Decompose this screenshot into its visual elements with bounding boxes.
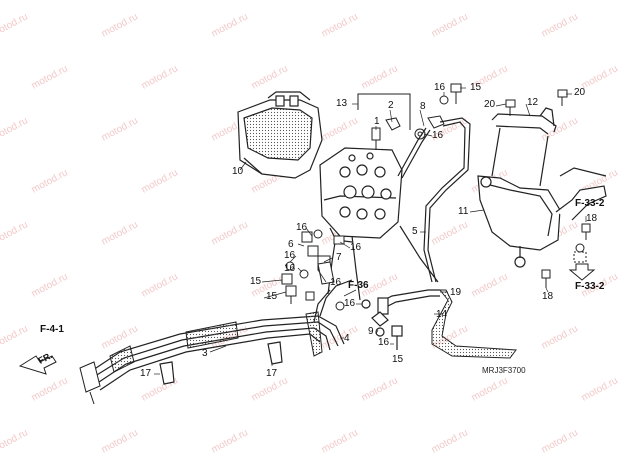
clamps-part-17	[159, 341, 283, 385]
callout-16-b: 16	[432, 130, 444, 141]
callout-19: 19	[450, 287, 462, 298]
brake-pipe-5	[397, 117, 471, 283]
callout-8: 8	[420, 101, 426, 112]
fr-arrow	[18, 355, 57, 375]
drawing-code: MRJ3F3700	[482, 366, 526, 375]
bracket-assembly-11	[477, 167, 607, 268]
callout-15-c: 15	[392, 354, 404, 365]
callout-17-a: 17	[140, 368, 152, 379]
callout-16-h: 16	[344, 298, 356, 309]
callout-9: 9	[368, 326, 374, 337]
modulator-group-outline	[357, 93, 411, 130]
fittings-left	[281, 229, 345, 311]
callout-16-d: 16	[350, 242, 362, 253]
callout-16-g: 16	[330, 277, 342, 288]
callout-15-top: 15	[470, 82, 482, 93]
ref-f36[interactable]: F-36	[348, 280, 369, 291]
callout-20-b: 20	[574, 87, 586, 98]
callout-14: 14	[436, 309, 448, 320]
callout-16-c: 16	[296, 222, 308, 233]
joint-part-9	[361, 289, 440, 350]
callout-18-a: 18	[586, 213, 598, 224]
callout-2: 2	[388, 100, 394, 111]
ref-f332-bottom[interactable]: F-33-2	[575, 281, 605, 292]
callout-5: 5	[412, 226, 418, 237]
ref-f41[interactable]: F-4-1	[40, 324, 64, 335]
callout-11: 11	[458, 206, 469, 217]
leader-lines	[154, 87, 587, 375]
end-fitting-left	[79, 361, 101, 405]
callout-3: 3	[202, 348, 208, 359]
bolts-modulator	[371, 115, 445, 150]
callout-15-b: 15	[266, 291, 278, 302]
ref-f332-top[interactable]: F-33-2	[575, 198, 605, 209]
callout-7: 7	[336, 252, 342, 263]
callout-16-e: 16	[284, 250, 296, 261]
callout-20-a: 20	[484, 99, 496, 110]
bracket-part-12	[491, 107, 557, 187]
bolts-top	[439, 83, 591, 288]
callout-15-a: 15	[250, 276, 262, 287]
callout-16-i: 16	[378, 337, 390, 348]
callout-10: 10	[232, 166, 244, 177]
callout-16-top: 16	[434, 82, 446, 93]
callout-4: 4	[344, 333, 350, 344]
cover-part-10	[237, 91, 323, 179]
callout-13: 13	[336, 98, 348, 109]
callout-f36: F-36	[348, 281, 369, 291]
callout-6: 6	[288, 239, 294, 250]
callout-18-b: 18	[542, 291, 554, 302]
arrow-f332	[568, 263, 596, 281]
line-sleeves	[109, 311, 323, 373]
callout-12: 12	[527, 97, 539, 108]
callout-17-b: 17	[266, 368, 278, 379]
hose-part-14	[431, 289, 517, 359]
callout-16-f: 16	[284, 263, 296, 274]
abs-modulator-body	[319, 147, 403, 243]
callout-1: 1	[374, 116, 380, 127]
